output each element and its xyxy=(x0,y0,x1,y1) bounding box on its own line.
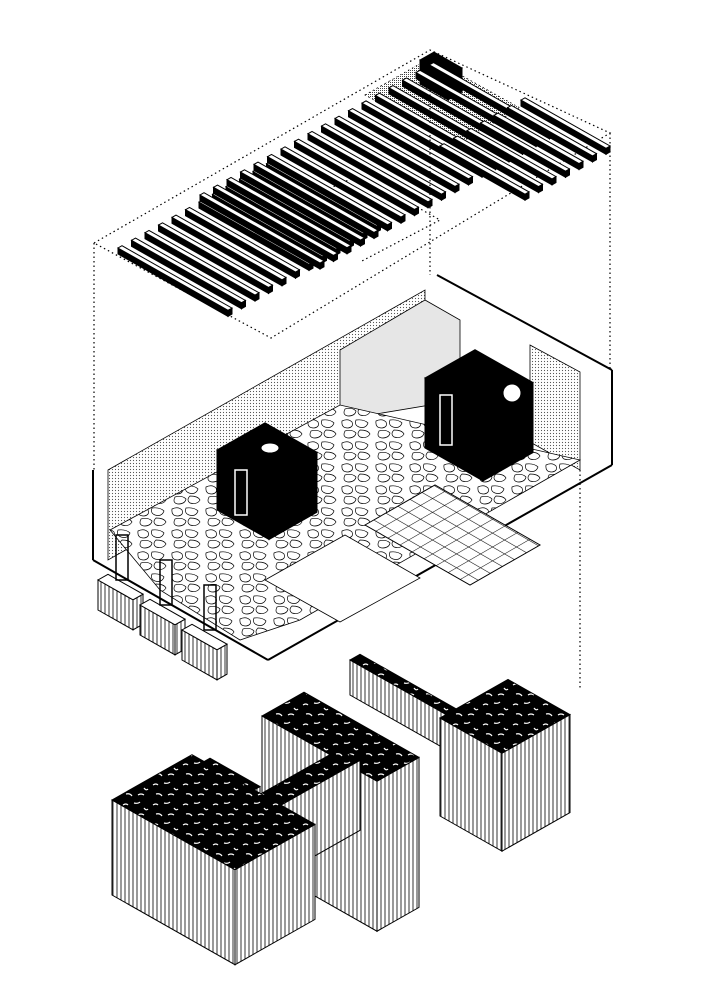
balcony-top-face xyxy=(96,573,145,601)
ceiling-slat-top-face xyxy=(212,184,339,256)
balcony-door xyxy=(203,584,217,631)
ceiling-slat-top-face xyxy=(266,153,393,226)
ceiling-slat-top-face xyxy=(465,127,558,180)
stone-block-left-top-face xyxy=(110,754,317,871)
ceiling-slat-top-face xyxy=(293,138,420,211)
ceiling-slat-top-face xyxy=(519,97,612,149)
floor-layer xyxy=(92,90,613,690)
foundation-layer xyxy=(110,653,572,966)
ceiling-slat-top-face xyxy=(438,143,531,195)
skylight-opening xyxy=(260,442,280,454)
ceiling-slat-top-face xyxy=(170,214,288,281)
balcony-door xyxy=(159,559,173,606)
ceiling-slat-top-face xyxy=(198,192,326,264)
cube-door xyxy=(234,469,248,516)
balcony-top-face xyxy=(138,598,187,626)
ceiling-slat-top-face xyxy=(239,169,366,241)
ceiling-slat-top-face xyxy=(347,107,474,180)
ceiling-slat-top-face xyxy=(143,229,261,296)
ceiling-slat-top-face xyxy=(116,245,234,311)
slab-outline-edge xyxy=(92,559,269,661)
ceiling-slat-top-face xyxy=(320,123,447,195)
ceiling-slat-top-face xyxy=(252,161,380,233)
ceiling-slat-top-face xyxy=(279,146,407,218)
slab-outline-edge xyxy=(436,274,613,371)
tiled-floor xyxy=(363,484,542,586)
ceiling-slat-top-face xyxy=(225,176,353,249)
ceiling-slat-top-face xyxy=(130,237,247,304)
ceiling-slat-top-face xyxy=(184,206,301,273)
ceiling-slat-top-face xyxy=(506,104,598,157)
ceiling-slat-top-face xyxy=(452,135,544,188)
balcony-door xyxy=(115,534,129,581)
ceiling-slat-top-face xyxy=(479,120,571,172)
ceiling-slat-top-face xyxy=(492,112,585,165)
round-window xyxy=(502,383,522,403)
stone-block-middle-side-face xyxy=(376,756,420,933)
balcony-top-face xyxy=(180,623,229,651)
ceiling-slat-top-face xyxy=(306,130,434,203)
plain-floor xyxy=(264,534,421,623)
cube-door xyxy=(439,394,453,446)
ceiling-slat-top-face xyxy=(157,222,274,288)
ceiling-slat-top-face xyxy=(333,115,461,188)
stone-block-right-top-face xyxy=(438,678,572,754)
ceiling-layer xyxy=(92,49,612,339)
